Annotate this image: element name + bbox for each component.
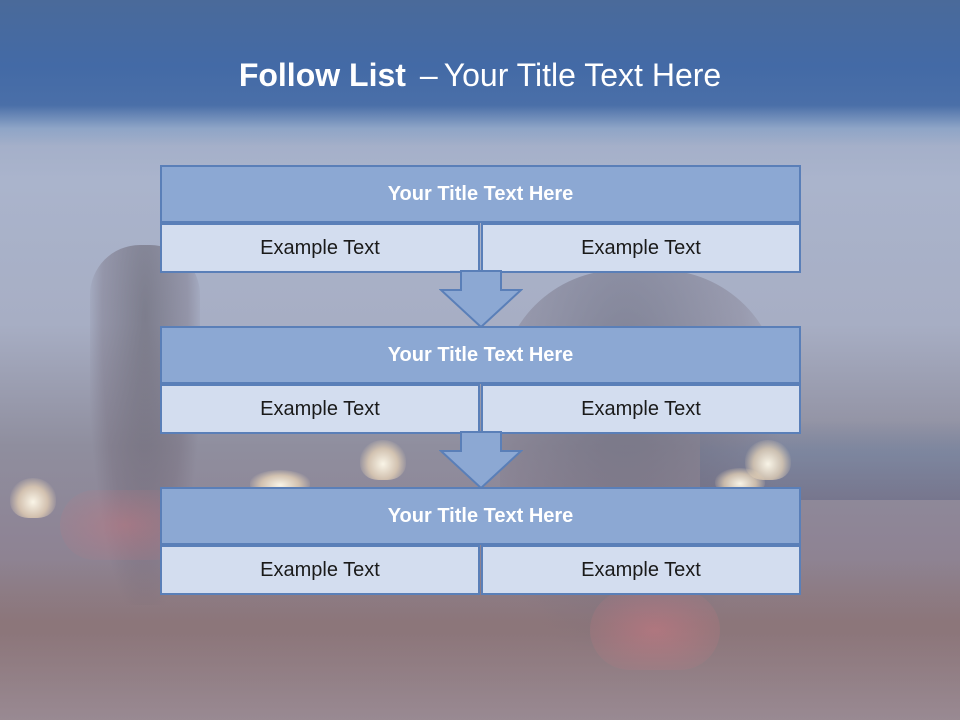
flow-block-cell-left[interactable]: Example Text <box>160 384 480 434</box>
flow-block-cell-left[interactable]: Example Text <box>160 545 480 595</box>
flow-block-title[interactable]: Your Title Text Here <box>160 165 801 223</box>
flow-block-cell-right[interactable]: Example Text <box>481 384 801 434</box>
flow-block-title[interactable]: Your Title Text Here <box>160 487 801 545</box>
flow-block-2: Your Title Text Here Example Text Exampl… <box>160 326 801 434</box>
flow-block-cell-left[interactable]: Example Text <box>160 223 480 273</box>
flow-block-title[interactable]: Your Title Text Here <box>160 326 801 384</box>
down-arrow-icon <box>439 431 523 489</box>
flow-block-cell-right[interactable]: Example Text <box>481 223 801 273</box>
down-arrow-icon <box>439 270 523 328</box>
flow-block-3: Your Title Text Here Example Text Exampl… <box>160 487 801 595</box>
flame-icon <box>10 478 56 518</box>
slide-title-bold: Follow List <box>238 57 406 93</box>
flow-block-cell-right[interactable]: Example Text <box>481 545 801 595</box>
background-cloth-right <box>590 590 720 670</box>
flow-block-1: Your Title Text Here Example Text Exampl… <box>160 165 801 273</box>
flame-icon <box>360 440 406 480</box>
header-band: Follow List–Your Title Text Here <box>0 0 960 146</box>
slide-title-separator: – <box>419 57 438 93</box>
slide-title: Follow List–Your Title Text Here <box>0 55 960 95</box>
slide-title-rest: Your Title Text Here <box>443 57 722 93</box>
